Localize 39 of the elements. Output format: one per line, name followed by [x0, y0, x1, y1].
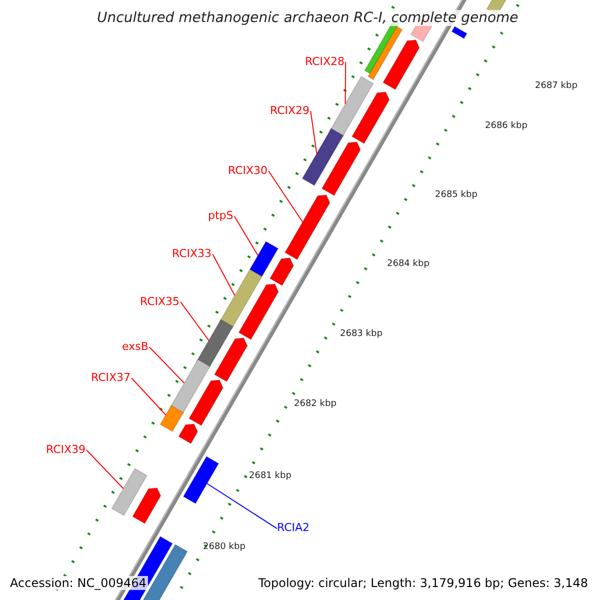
gene-label: RCIX39 [46, 444, 86, 455]
gene-bar [219, 268, 263, 330]
gene-label: ptpS [208, 210, 234, 221]
leader-line [212, 254, 236, 296]
genome-summary-text: Topology: circular; Length: 3,179,916 bp; Genes: 3,148 [256, 576, 590, 590]
scale-label: 2684 kbp [387, 260, 430, 269]
gene-label: RCIX37 [91, 372, 131, 383]
gene-bar [170, 358, 211, 414]
leader-line [344, 62, 346, 104]
gene-label: RCIX28 [305, 56, 345, 67]
accession-text: Accession: NC_009464 [8, 576, 148, 590]
scale-label: 2681 kbp [249, 472, 292, 481]
leader-line [148, 346, 185, 384]
scale-label: 2682 kbp [294, 400, 336, 409]
gene-bar [111, 468, 148, 516]
leader-line [206, 483, 278, 530]
gene-label: RCIX30 [228, 165, 268, 176]
scale-label: 2687 kbp [535, 82, 578, 91]
gene-label: RCIX35 [140, 296, 180, 307]
gene-bar [160, 404, 184, 432]
leader-line [131, 378, 166, 416]
gene-bar [196, 318, 234, 370]
leader-line [86, 450, 124, 489]
gene-bar [284, 194, 330, 260]
scale-label: 2686 kbp [485, 122, 528, 131]
scale-label: 2685 kbp [435, 191, 478, 200]
gene-label: RCIA2 [277, 522, 310, 533]
gene-label: exsB [122, 341, 148, 352]
gene-label: RCIX29 [270, 105, 310, 116]
gene-label: RCIX33 [172, 248, 212, 259]
leader-line [180, 302, 210, 341]
leader-line [234, 216, 258, 256]
leader-line [268, 170, 304, 222]
scale-label: 2683 kbp [340, 330, 382, 339]
gene-bar [302, 128, 344, 186]
scale-label: 2680 kbp [203, 543, 246, 552]
gene-bar [249, 240, 279, 278]
leader-line [310, 110, 318, 154]
gene-bar [182, 456, 220, 504]
